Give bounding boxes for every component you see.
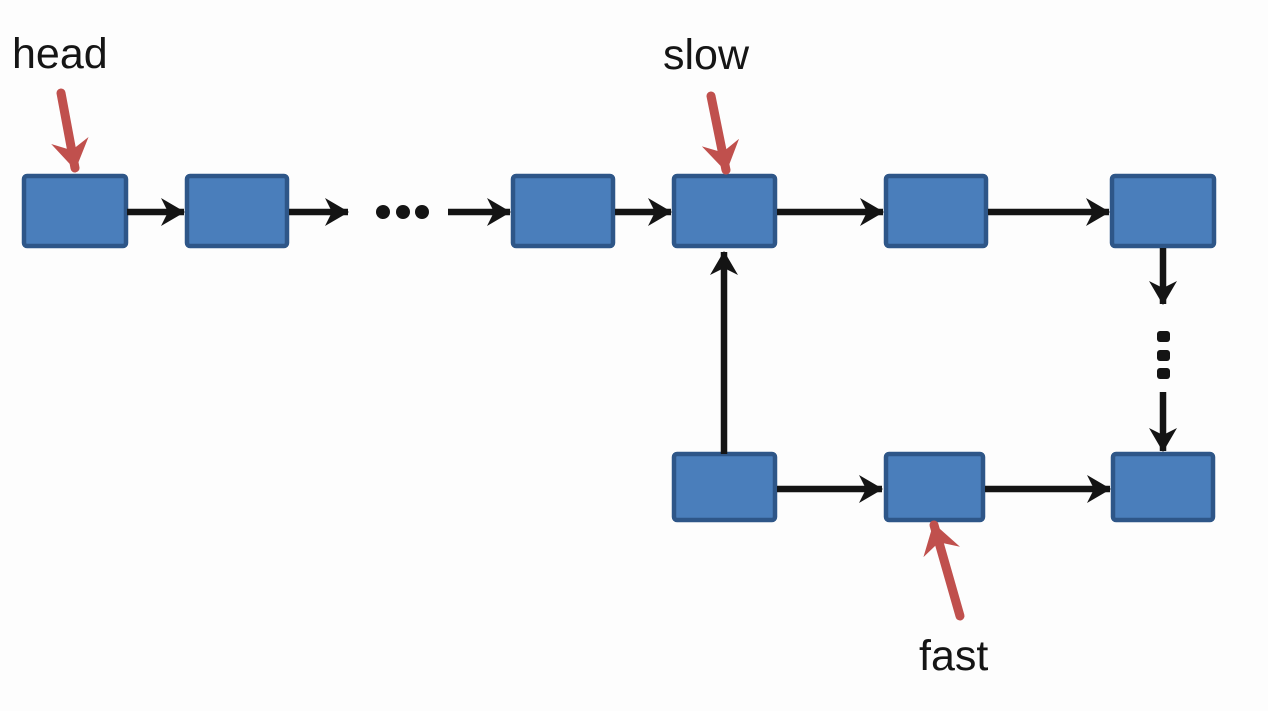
ellipsis-vertical bbox=[1157, 331, 1170, 379]
fast-pointer-arrow bbox=[923, 520, 965, 621]
dot bbox=[415, 205, 429, 219]
ellipsis-horizontal bbox=[376, 205, 429, 219]
node-fast bbox=[883, 451, 986, 523]
head-label: head bbox=[12, 30, 108, 78]
node-top-3 bbox=[510, 173, 616, 249]
node-bottom-right bbox=[1110, 451, 1216, 523]
dot bbox=[396, 205, 410, 219]
slow-label: slow bbox=[663, 31, 750, 79]
fast-label: fast bbox=[919, 632, 989, 680]
slow-pointer-arrow bbox=[701, 91, 740, 175]
dot bbox=[376, 205, 390, 219]
node-top-5 bbox=[883, 173, 989, 249]
head-pointer-arrow bbox=[51, 88, 89, 173]
node-head bbox=[21, 173, 129, 249]
node-top-6 bbox=[1109, 173, 1217, 249]
dot bbox=[1157, 350, 1170, 361]
node-slow bbox=[671, 173, 778, 249]
node-bottom-left bbox=[671, 451, 778, 523]
dot bbox=[1157, 368, 1170, 379]
dot bbox=[1157, 331, 1170, 342]
node-top-2 bbox=[184, 173, 290, 249]
